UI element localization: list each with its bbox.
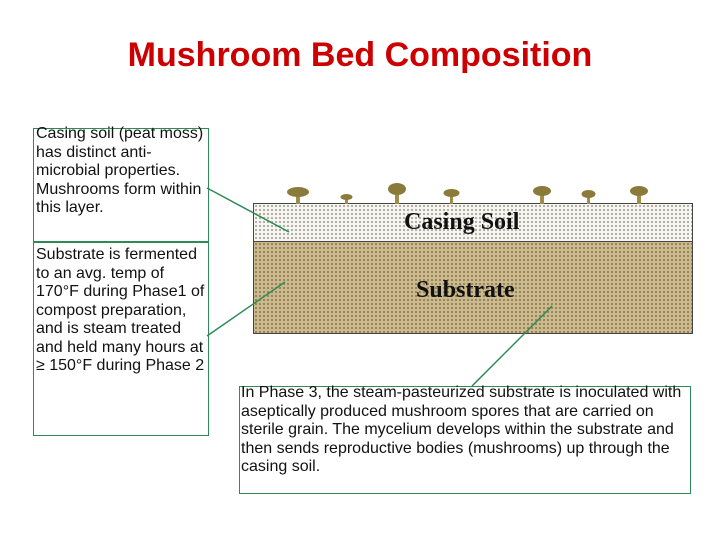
phase3-connector-line	[471, 305, 553, 387]
casing-soil-label: Casing Soil	[404, 209, 520, 235]
mushroom-icon	[340, 194, 353, 204]
connector-lines	[206, 187, 553, 387]
mushroom-icon	[533, 186, 551, 204]
casing-connector-line	[206, 187, 290, 233]
substrate-note-box	[33, 242, 209, 436]
page-title: Mushroom Bed Composition	[127, 36, 593, 74]
casing-note-box	[33, 128, 209, 242]
mushrooms	[287, 183, 648, 204]
mushroom-icon	[287, 187, 309, 204]
substrate-note: Substrate is fermented to an avg. temp o…	[36, 246, 205, 374]
phase3-note-box	[239, 386, 691, 494]
substrate-label: Substrate	[416, 277, 515, 303]
substrate-connector-line	[206, 281, 286, 337]
casing-soil-layer	[253, 203, 693, 243]
mushroom-icon	[443, 189, 460, 204]
mushroom-icon	[630, 186, 648, 204]
substrate-layer	[253, 241, 693, 334]
mushroom-icon	[581, 190, 596, 204]
casing-note: Casing soil (peat moss) has distinct ant…	[36, 125, 204, 216]
mushroom-icon	[388, 183, 406, 204]
phase3-note: In Phase 3, the steam-pasteurized substr…	[241, 384, 682, 475]
